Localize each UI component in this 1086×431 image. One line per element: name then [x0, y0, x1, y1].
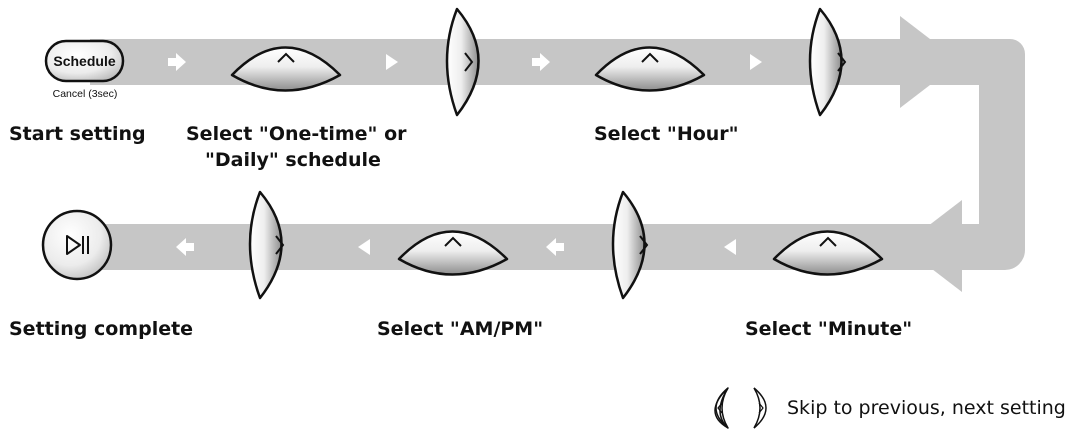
flow-arrow-left-1 [176, 238, 194, 256]
up-key-2[interactable] [594, 46, 706, 92]
chevron-right-icon [275, 235, 285, 255]
flow-arrow-left-3 [546, 238, 564, 256]
chevron-right-icon [758, 402, 764, 414]
up-key-4[interactable] [772, 230, 884, 276]
legend-next-key [753, 387, 767, 429]
flow-arrow-left-2 [358, 239, 370, 255]
minute-label: Select "Minute" [745, 318, 913, 340]
up-key-1[interactable] [230, 46, 342, 92]
start-setting-label: Start setting [9, 123, 146, 145]
flow-arrow-left-4 [724, 239, 736, 255]
ampm-label: Select "AM/PM" [377, 318, 544, 340]
chevron-up-icon [444, 236, 462, 247]
chevron-right-icon [639, 235, 649, 255]
setting-complete-label: Setting complete [9, 318, 194, 340]
legend-text: Skip to previous, next setting [787, 397, 1066, 419]
chevron-up-icon [819, 236, 837, 247]
chevron-left-icon [717, 402, 723, 414]
next-key-4[interactable] [248, 190, 285, 300]
next-key-1[interactable] [445, 7, 480, 117]
flow-arrow-right-4 [750, 54, 762, 70]
legend-prev-key [714, 387, 729, 429]
hour-label: Select "Hour" [594, 123, 739, 145]
schedule-type-label-line1: Select "One-time" or [186, 123, 407, 145]
flow-arrow-right-3 [532, 53, 550, 71]
schedule-type-label-line2: "Daily" schedule [205, 149, 381, 171]
chevron-up-icon [641, 52, 659, 63]
up-key-3[interactable] [397, 230, 509, 276]
chevron-right-icon [837, 52, 847, 72]
cancel-hint: Cancel (3sec) [53, 88, 118, 100]
next-key-2[interactable] [808, 7, 847, 117]
chevron-right-icon [464, 52, 474, 72]
flow-arrow-right-2 [386, 54, 398, 70]
next-key-3[interactable] [611, 190, 649, 300]
schedule-button[interactable]: Schedule [44, 39, 125, 83]
play-pause-button[interactable] [41, 209, 113, 281]
play-pause-icon [66, 235, 89, 255]
flow-arrow-right-1 [168, 53, 186, 71]
schedule-button-label: Schedule [53, 53, 115, 69]
chevron-up-icon [277, 52, 295, 63]
